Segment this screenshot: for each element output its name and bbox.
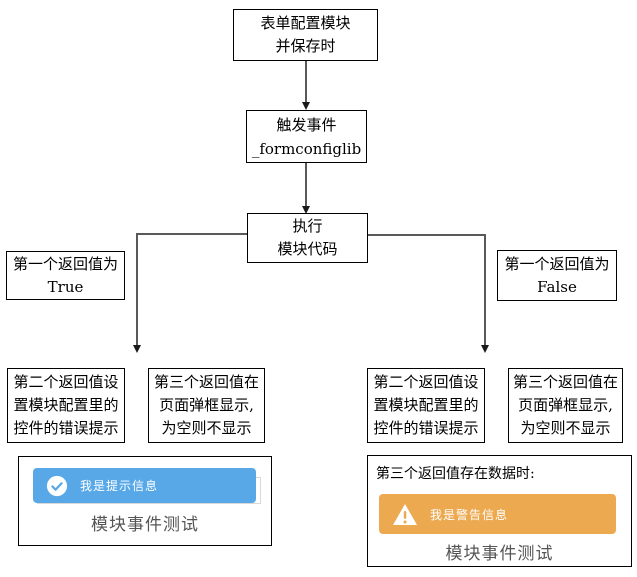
node-text-line: 控件的错误提示: [373, 419, 479, 437]
node-third-return-left: 第三个返回值在 页面弹框显示, 为空则不显示: [148, 368, 265, 443]
connector-start-trigger-line: [305, 61, 307, 102]
third-return-note: 第三个返回值存在数据时:: [376, 466, 535, 482]
toast-message: 我是警告信息: [430, 507, 509, 522]
node-trigger-event: 触发事件 _formconfiglib: [246, 110, 367, 163]
node-text-line: False: [537, 277, 577, 296]
info-toast: 我是提示信息: [33, 468, 256, 503]
connector-left-horizontal-line: [136, 233, 247, 235]
toast-message: 我是提示信息: [80, 479, 159, 493]
node-second-return-left: 第二个返回值设 置模块配置里的 控件的错误提示: [7, 368, 125, 443]
node-text-line: 表单配置模块: [260, 14, 351, 32]
node-text-line: 控件的错误提示: [13, 419, 119, 437]
connector-left-vertical-line: [136, 233, 138, 345]
node-text-line: 为空则不显示: [161, 419, 252, 437]
connector-right-vertical-line: [484, 234, 486, 345]
connector-trigger-execute-line: [305, 163, 307, 206]
node-text-line: 置模块配置里的: [13, 396, 119, 414]
node-text-line: 第二个返回值设: [373, 373, 479, 391]
module-event-test-caption: 模块事件测试: [91, 515, 199, 535]
node-text-line: 触发事件: [276, 115, 337, 134]
node-first-return-true: 第一个返回值为 True: [6, 251, 125, 300]
node-text-line: 置模块配置里的: [373, 396, 479, 414]
node-text-line: _formconfiglib: [251, 139, 362, 158]
preview-panel-warning: 第三个返回值存在数据时: 我是警告信息 模块事件测试: [367, 455, 632, 567]
arrow-down-icon: [302, 206, 310, 214]
node-text-line: 第二个返回值设: [13, 373, 119, 391]
check-circle-icon: [46, 475, 68, 497]
node-text-line: 第一个返回值为: [12, 254, 118, 273]
node-first-return-false: 第一个返回值为 False: [497, 250, 617, 301]
module-event-test-caption: 模块事件测试: [445, 544, 554, 564]
warning-triangle-icon: [392, 503, 418, 526]
node-text-line: 第一个返回值为: [504, 254, 610, 273]
node-text-line: 第三个返回值在: [512, 373, 618, 391]
connector-right-horizontal-line: [368, 234, 486, 236]
node-text-line: 模块代码: [277, 240, 338, 258]
node-form-config-save: 表单配置模块 并保存时: [233, 9, 378, 61]
arrow-down-icon: [302, 102, 310, 110]
node-text-line: True: [47, 277, 84, 296]
node-third-return-right: 第三个返回值在 页面弹框显示, 为空则不显示: [508, 368, 623, 443]
node-text-line: 为空则不显示: [520, 419, 611, 437]
arrow-down-icon: [133, 345, 141, 353]
node-second-return-right: 第二个返回值设 置模块配置里的 控件的错误提示: [367, 368, 485, 443]
node-text-line: 页面弹框显示,: [518, 396, 613, 414]
preview-panel-success: 我是提示信息 模块事件测试: [18, 456, 272, 546]
node-text-line: 执行: [292, 217, 323, 235]
node-text-line: 页面弹框显示,: [159, 396, 254, 414]
warning-toast: 我是警告信息: [379, 494, 616, 534]
arrow-down-icon: [481, 345, 489, 353]
node-text-line: 并保存时: [275, 37, 336, 55]
node-execute-module-code: 执行 模块代码: [247, 213, 368, 263]
node-text-line: 第三个返回值在: [153, 373, 259, 391]
